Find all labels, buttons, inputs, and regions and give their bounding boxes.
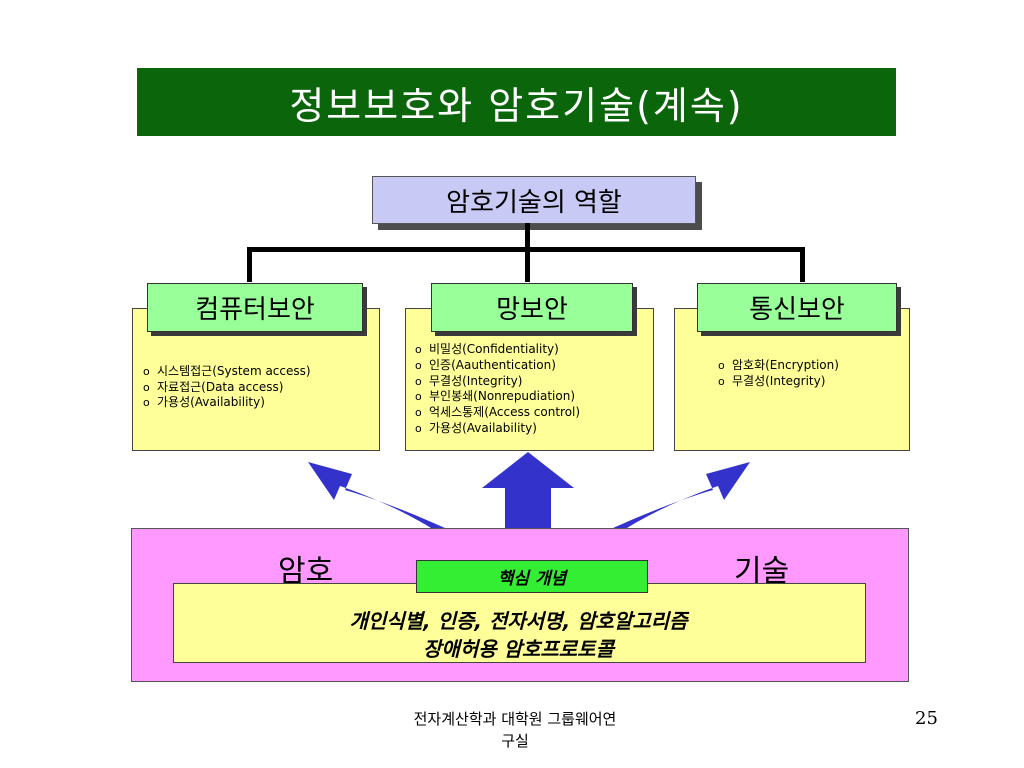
branch-tab-communication-security: 통신보안 xyxy=(697,283,897,332)
list-item: 비밀성(Confidentiality) xyxy=(415,342,580,358)
list-item: 억세스통제(Access control) xyxy=(415,405,580,421)
branch-tab-computer-security: 컴퓨터보안 xyxy=(147,283,363,332)
root-connector-vertical xyxy=(525,223,530,250)
branch-list-communication-security: 암호화(Encryption) 무결성(Integrity) xyxy=(718,358,839,389)
branch-connector-right xyxy=(800,247,805,282)
list-item: 인증(Aauthentication) xyxy=(415,358,580,374)
footer-line-2: 구실 xyxy=(501,732,529,750)
branch-connector-left xyxy=(247,247,252,282)
slide-title: 정보보호와 암호기술(계속) xyxy=(289,83,744,128)
arrow-right xyxy=(588,462,750,545)
list-item: 자료접근(Data access) xyxy=(143,380,311,396)
branch-tab-network-security: 망보안 xyxy=(431,283,633,332)
list-item: 암호화(Encryption) xyxy=(718,358,839,374)
slide-title-bar: 정보보호와 암호기술(계속) xyxy=(137,68,896,136)
core-concepts-line-1: 개인식별, 인증, 전자서명, 암호알고리즘 xyxy=(349,609,688,633)
list-item: 무결성(Integrity) xyxy=(415,374,580,390)
list-item: 가용성(Availability) xyxy=(143,395,311,411)
footer-line-1: 전자계산학과 대학원 그룹웨어연 xyxy=(413,710,617,728)
core-concepts-label: 핵심 개념 xyxy=(416,560,648,593)
branch-list-computer-security: 시스템접근(System access) 자료접근(Data access) 가… xyxy=(143,364,311,411)
branch-list-network-security: 비밀성(Confidentiality) 인증(Aauthentication)… xyxy=(415,342,580,437)
list-item: 무결성(Integrity) xyxy=(718,374,839,390)
list-item: 가용성(Availability) xyxy=(415,421,580,437)
list-item: 시스템접근(System access) xyxy=(143,364,311,380)
branch-connector-middle xyxy=(525,247,530,282)
arrow-left xyxy=(308,462,470,545)
footer-text: 전자계산학과 대학원 그룹웨어연 구실 xyxy=(360,708,670,752)
root-node: 암호기술의 역할 xyxy=(372,176,696,224)
list-item: 부인봉쇄(Nonrepudiation) xyxy=(415,389,580,405)
arrow-middle xyxy=(482,452,574,540)
core-concepts-line-2: 장애허용 암호프로토콜 xyxy=(423,637,614,661)
page-number: 25 xyxy=(915,708,938,729)
